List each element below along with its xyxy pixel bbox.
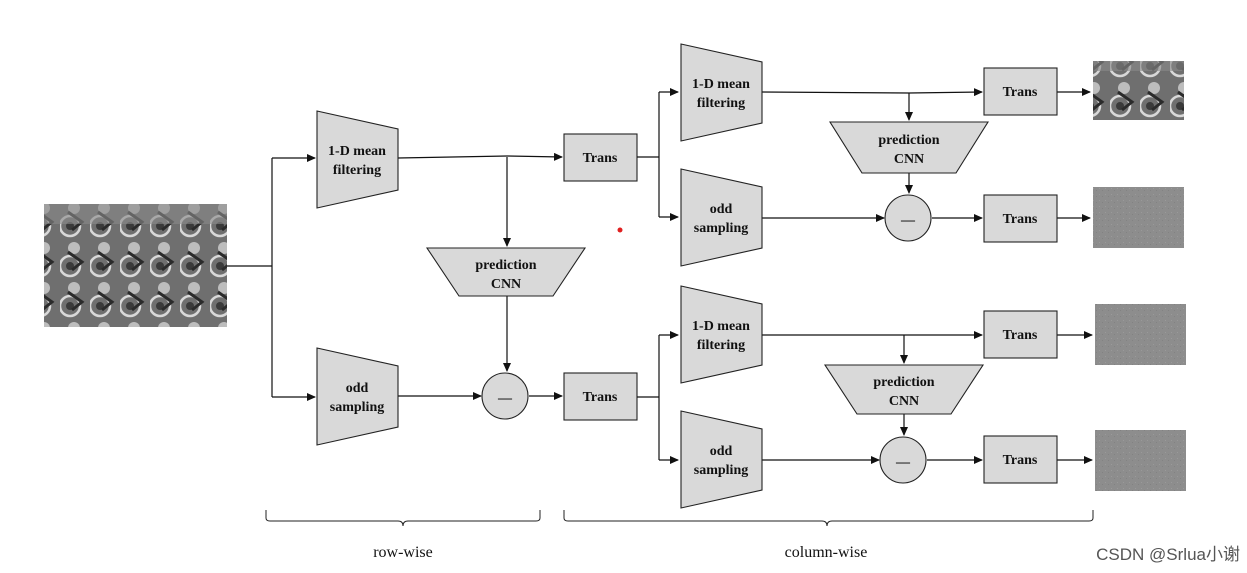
row-wise-label: row-wise (373, 544, 433, 561)
col-upper-mean-filtering-block: 1-D mean filtering (680, 43, 763, 142)
trans-block-col-2: Trans (983, 194, 1058, 243)
col-lower-odd-sampling-line1: odd (710, 444, 733, 459)
row-odd-sampling-block: odd sampling (316, 347, 399, 446)
col-upper-odd-sampling-block: odd sampling (680, 168, 763, 267)
col-upper-mean-filtering-line2: filtering (697, 96, 745, 111)
trans-label-col-2: Trans (1003, 212, 1038, 227)
col-lower-odd-sampling-line2: sampling (694, 463, 748, 478)
col-lower-subtract-symbol: — (895, 455, 911, 470)
watermark-text: CSDN @Srlua小谢 (1096, 545, 1240, 564)
trans-label-upper-row: Trans (583, 151, 618, 166)
col-lower-odd-sampling-block: odd sampling (680, 410, 763, 509)
column-wise-brace: column-wise (563, 510, 1094, 561)
row-wise-brace: row-wise (265, 510, 541, 561)
col-lower-prediction-cnn-line2: CNN (889, 394, 919, 409)
col-upper-odd-sampling-line1: odd (710, 202, 733, 217)
row-mean-filtering-line2: filtering (333, 163, 381, 178)
row-wise-connectors (227, 152, 563, 401)
output-residual-image-3 (1095, 430, 1186, 491)
trans-label-lower-row: Trans (583, 390, 618, 405)
col-upper-mean-filtering-line1: 1-D mean (692, 77, 750, 92)
row-odd-sampling-line2: sampling (330, 400, 384, 415)
trans-block-lower-row: Trans (563, 372, 638, 421)
trans-block-col-4: Trans (983, 435, 1058, 484)
trans-label-col-3: Trans (1003, 328, 1038, 343)
col-lower-prediction-cnn-block: prediction CNN (823, 364, 985, 415)
row-prediction-cnn-line2: CNN (491, 277, 521, 292)
row-subtract-node: — (481, 372, 529, 420)
trans-block-col-3: Trans (983, 310, 1058, 359)
column-upper-connectors (637, 88, 1091, 222)
column-lower-connectors (637, 331, 1093, 464)
col-lower-mean-filtering-block: 1-D mean filtering (680, 285, 763, 384)
row-mean-filtering-block: 1-D mean filtering (316, 110, 399, 209)
row-prediction-cnn-line1: prediction (475, 258, 536, 273)
trans-block-upper-row: Trans (563, 133, 638, 182)
col-lower-mean-filtering-line1: 1-D mean (692, 319, 750, 334)
input-image (44, 204, 227, 327)
row-prediction-cnn-block: prediction CNN (425, 247, 587, 297)
row-subtract-symbol: — (497, 391, 513, 406)
row-odd-sampling-line1: odd (346, 381, 369, 396)
output-residual-image-1 (1093, 187, 1184, 248)
column-wise-label: column-wise (785, 544, 868, 561)
col-upper-subtract-symbol: — (900, 213, 916, 228)
red-marker-dot (617, 227, 623, 233)
col-lower-mean-filtering-line2: filtering (697, 338, 745, 353)
row-mean-filtering-line1: 1-D mean (328, 144, 386, 159)
trans-block-col-1: Trans (983, 67, 1058, 116)
col-upper-odd-sampling-line2: sampling (694, 221, 748, 236)
col-lower-prediction-cnn-line1: prediction (873, 375, 934, 390)
output-low-frequency-image (1093, 61, 1184, 120)
col-upper-prediction-cnn-line2: CNN (894, 152, 924, 167)
col-lower-subtract-node: — (879, 436, 927, 484)
trans-label-col-4: Trans (1003, 453, 1038, 468)
trans-label-col-1: Trans (1003, 85, 1038, 100)
col-upper-subtract-node: — (884, 194, 932, 242)
output-residual-image-2 (1095, 304, 1186, 365)
col-upper-prediction-cnn-block: prediction CNN (829, 121, 989, 174)
col-upper-prediction-cnn-line1: prediction (878, 133, 939, 148)
